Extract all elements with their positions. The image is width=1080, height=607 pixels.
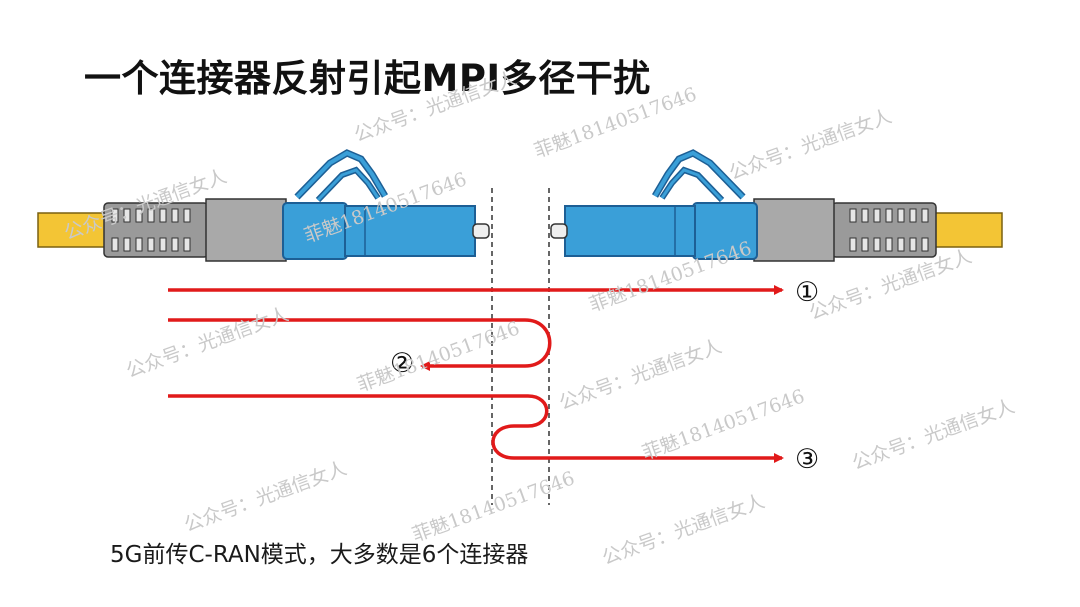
- caption-text: 5G前传C-RAN模式，大多数是6个连接器: [110, 542, 529, 568]
- left-fiber-cable: [37, 212, 109, 248]
- left-boot-ribs: [111, 208, 191, 252]
- right-ferrule: [550, 223, 568, 239]
- path-3-double-reflection-arrow: [168, 394, 784, 463]
- right-fiber-cable: [931, 212, 1003, 248]
- right-boot-ribs: [849, 208, 929, 252]
- label-path-3: ③: [795, 444, 819, 475]
- page-title: 一个连接器反射引起MPI多径干扰: [84, 57, 651, 100]
- left-connector-body: [344, 205, 476, 257]
- right-connector: [550, 149, 1003, 262]
- right-connector-housing: [692, 202, 758, 260]
- left-ferrule: [472, 223, 490, 239]
- left-crimp-sleeve: [205, 198, 287, 262]
- label-path-2: ②: [390, 348, 414, 379]
- left-connector-housing: [282, 202, 348, 260]
- label-path-1: ①: [795, 277, 819, 308]
- right-strain-boot: [831, 202, 937, 258]
- left-strain-boot: [103, 202, 209, 258]
- path-2-reflection-arrow: [168, 318, 552, 371]
- right-crimp-sleeve: [753, 198, 835, 262]
- right-connector-body: [564, 205, 696, 257]
- left-connector: [37, 149, 490, 262]
